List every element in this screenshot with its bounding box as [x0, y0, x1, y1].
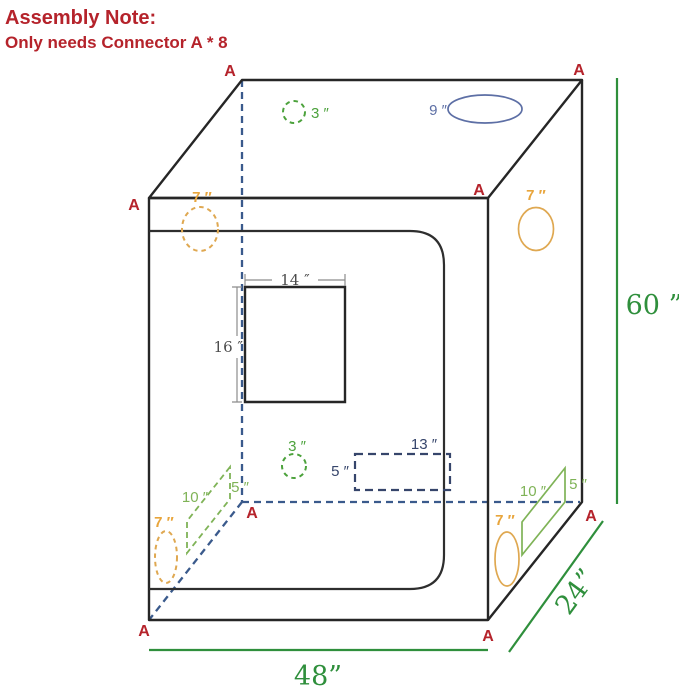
lower-front-vents: 3 ″ 13 ″ 5 ″ [282, 436, 450, 490]
depth-dim-label: 24” [549, 563, 602, 620]
right-face-edges [488, 80, 582, 620]
box-edges [149, 80, 582, 620]
right-duct-outline [522, 468, 565, 555]
overall-dimensions: 48” 60 ” 24” [149, 78, 679, 688]
front-rect-vent-height-label: 5 ″ [331, 463, 350, 480]
right-duct-port: 10 ″ 5 ″ 7 ″ [495, 468, 588, 586]
window-width-dim-line [245, 274, 345, 286]
front-rect-vent [355, 454, 450, 490]
right-lower-vent-7in-label: 7 ″ [495, 512, 515, 529]
header: Assembly Note: Only needs Connector A * … [5, 5, 228, 54]
page-subtitle: Only needs Connector A * 8 [5, 33, 228, 52]
right-duct-width-label: 5 ″ [569, 476, 588, 493]
left-duct-length-label: 10 ″ [182, 489, 209, 506]
top-vent-9in-oval [448, 95, 522, 123]
window-height-dim-line [232, 287, 242, 402]
front-lower-vent-3in-label: 3 ″ [288, 438, 307, 455]
top-vent-3in-label: 3 ″ [311, 105, 330, 122]
left-duct-width-label: 5 ″ [231, 479, 250, 496]
left-lower-vent-7in-circle [155, 531, 177, 583]
front-upper-vent-7in-circle [182, 207, 218, 251]
window-width-label: 14 ″ [280, 271, 310, 289]
connector-a-top-back-left: A [224, 63, 236, 80]
hidden-bottom-left-edge [149, 502, 242, 620]
left-lower-vent-7in-label: 7 ″ [154, 514, 174, 531]
top-vent-3in-circle [283, 101, 305, 123]
window-height-label: 16 ″ [214, 338, 244, 356]
right-lower-vent-7in-circle [495, 532, 519, 586]
page-title: Assembly Note: [5, 7, 157, 29]
front-face-outline [149, 198, 488, 620]
left-duct-port: 10 ″ 5 ″ 7 ″ [154, 467, 250, 583]
depth-dim-line [509, 521, 603, 652]
window-rect [245, 287, 345, 402]
connector-a-bottom-front-left: A [138, 623, 150, 640]
front-upper-vent-7in-label: 7 ″ [192, 189, 212, 206]
connector-a-top-front-left: A [128, 197, 140, 214]
top-vent-9in-label: 9 ″ [429, 102, 448, 119]
right-upper-vent-7in-circle [519, 208, 554, 251]
front-door-outline [149, 231, 444, 589]
left-duct-outline [187, 467, 230, 553]
connector-a-bottom-back-right: A [585, 508, 597, 525]
connector-a-top-back-right: A [573, 62, 585, 79]
upper-vents: 7 ″ 7 ″ [182, 187, 554, 251]
right-duct-length-label: 10 ″ [520, 483, 547, 500]
right-upper-vent-7in-label: 7 ″ [526, 187, 546, 204]
top-face-vents: 3 ″ 9 ″ [283, 95, 522, 123]
connector-a-top-front-right: A [473, 182, 485, 199]
front-rect-vent-width-label: 13 ″ [411, 436, 438, 453]
width-dim-label: 48” [294, 661, 342, 688]
front-lower-vent-3in-circle [282, 454, 306, 478]
front-window: 14 ″ 16 ″ [214, 271, 345, 402]
height-dim-label: 60 ” [626, 290, 679, 321]
top-face-outline [149, 80, 582, 198]
hidden-edges [149, 80, 580, 620]
connector-labels: A A A A A A A A [128, 62, 597, 645]
connector-a-bottom-back-left: A [246, 505, 258, 522]
connector-a-bottom-front-right: A [482, 628, 494, 645]
